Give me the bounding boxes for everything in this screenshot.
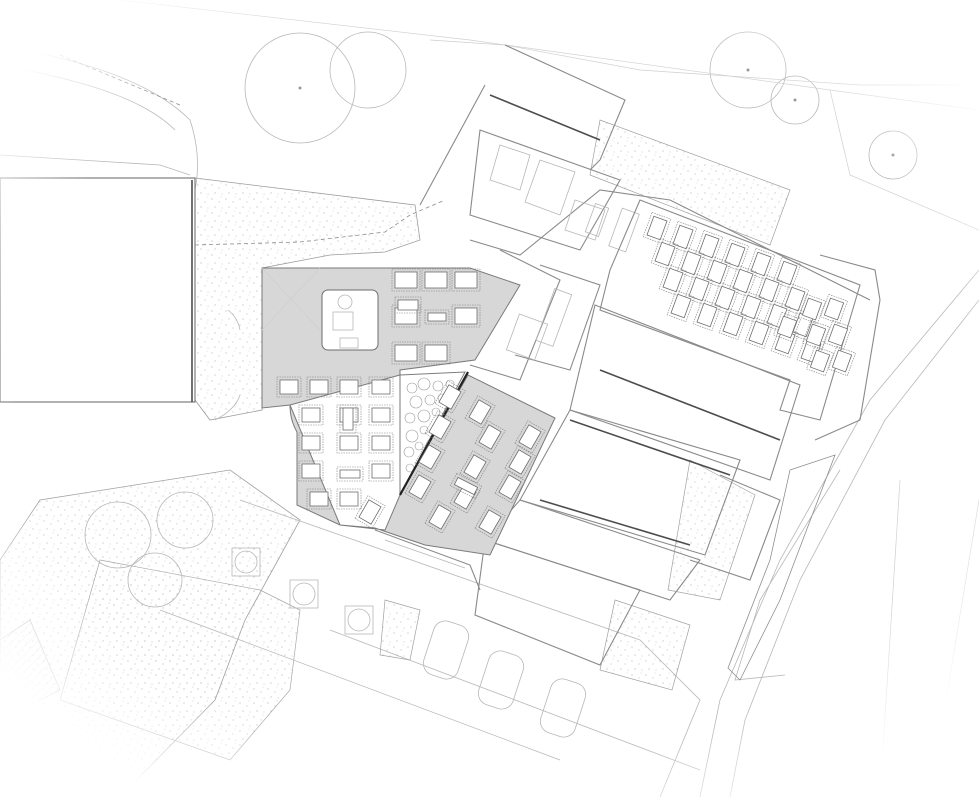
dining-table — [306, 488, 332, 510]
dining-table — [421, 268, 451, 292]
dining-table — [306, 376, 332, 398]
dining-table — [298, 460, 324, 482]
dining-table — [391, 341, 421, 365]
dining-table — [391, 268, 421, 292]
dining-table — [642, 211, 672, 245]
dining-table — [368, 376, 394, 398]
dining-table — [336, 376, 362, 398]
trees-top — [244, 31, 918, 180]
dining-table — [824, 319, 852, 351]
dining-table — [336, 466, 364, 482]
dining-table — [451, 304, 481, 328]
dining-table — [451, 268, 481, 292]
dining-table — [368, 432, 394, 454]
adjacent-building — [0, 177, 196, 403]
dining-table — [298, 404, 324, 426]
dining-table — [828, 345, 856, 377]
dining-table — [421, 341, 451, 365]
dining-table — [298, 432, 324, 454]
dining-table — [336, 432, 362, 454]
dining-table — [276, 376, 302, 398]
dining-table — [368, 460, 394, 482]
dining-table — [820, 293, 848, 325]
dining-table — [354, 495, 386, 529]
dining-table — [368, 404, 394, 426]
dining-table — [336, 488, 362, 510]
